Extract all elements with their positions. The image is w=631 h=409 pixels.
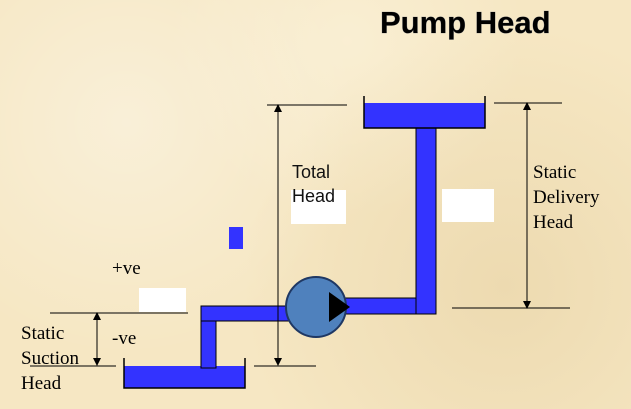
placeholder-delivery	[442, 189, 494, 222]
suction-pipe-horizontal	[200, 305, 290, 322]
total-head-label-line1: Total	[292, 162, 330, 182]
delivery-label-line1: Static	[533, 162, 576, 183]
dimension-arrows	[93, 102, 531, 366]
static-suction-head-label: Static Suction Head	[21, 323, 80, 394]
suction-pipe	[200, 305, 290, 369]
suction-label-line2: Suction	[21, 348, 80, 369]
label-placeholders	[139, 189, 494, 312]
page-title: Pump Head	[380, 5, 551, 40]
delivery-tank	[363, 96, 486, 129]
placeholder-suction	[139, 288, 186, 312]
suction-label-line3: Head	[21, 373, 62, 394]
positive-label: +ve	[112, 258, 141, 279]
suction-tank-water	[124, 366, 245, 388]
suction-tank-outline	[123, 358, 246, 389]
total-head-label-line2: Head	[292, 186, 335, 206]
placeholder-total-head	[291, 190, 346, 224]
suction-label-line1: Static	[21, 323, 64, 344]
centrifugal-pump-icon	[285, 276, 350, 338]
play-triangle-icon	[329, 292, 350, 322]
delivery-pipe-riser	[415, 117, 437, 315]
delivery-label-line3: Head	[533, 212, 574, 233]
delivery-tank-water	[364, 103, 485, 128]
suction-tank	[123, 358, 246, 389]
blue-marker	[229, 227, 243, 249]
negative-label: -ve	[112, 328, 136, 349]
delivery-label-line2: Delivery	[533, 187, 600, 208]
delivery-tank-outline	[363, 96, 486, 129]
total-head-label: Total Head	[292, 162, 335, 206]
static-delivery-head-label: Static Delivery Head	[533, 162, 600, 233]
delivery-pipe	[344, 117, 437, 315]
